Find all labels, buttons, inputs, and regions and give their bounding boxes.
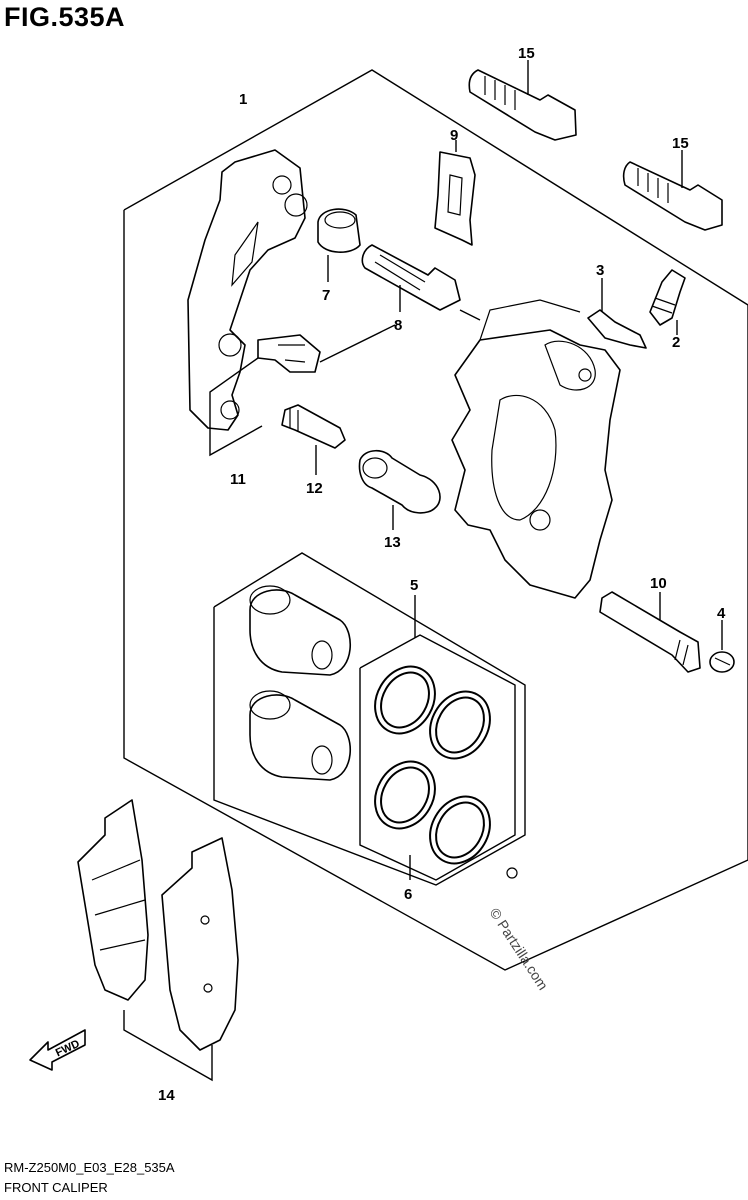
- clip-3: [587, 309, 647, 349]
- callout-15-top: 15: [518, 45, 535, 62]
- callout-14: 14: [158, 1087, 175, 1104]
- group-outline-5-6: [213, 552, 526, 886]
- callout-8: 8: [394, 317, 402, 334]
- callout-9: 9: [450, 127, 458, 144]
- assembly-outline: [123, 69, 748, 971]
- pin-10: [599, 591, 701, 673]
- pin-12: [281, 404, 346, 449]
- fwd-label: FWD: [54, 1038, 82, 1059]
- brake-pad-front: [77, 799, 149, 1001]
- plug-4: [709, 651, 735, 673]
- callout-5: 5: [410, 577, 418, 594]
- callout-4: 4: [717, 605, 726, 622]
- callout-15-right: 15: [672, 135, 689, 152]
- callout-13: 13: [384, 534, 401, 551]
- bleeder-valve: [649, 269, 686, 326]
- caliper-pin-8: [361, 244, 461, 311]
- small-ring: [506, 867, 518, 879]
- leader-8b: [319, 324, 396, 363]
- callout-10: 10: [650, 575, 667, 592]
- bolt-15-top: [468, 69, 577, 141]
- seals: [374, 665, 491, 865]
- callout-1: 1: [239, 91, 247, 108]
- figure-code: RM-Z250M0_E03_E28_535A: [4, 1160, 175, 1175]
- piston-lower: [249, 690, 351, 781]
- figure-name: FRONT CALIPER: [4, 1180, 108, 1195]
- pin-13: [358, 449, 441, 514]
- piston-upper: [249, 585, 351, 676]
- callout-6: 6: [404, 886, 412, 903]
- bolt-15-right: [622, 161, 723, 231]
- caliper-body: [451, 299, 621, 599]
- callout-3: 3: [596, 262, 604, 279]
- seal-box: [359, 634, 516, 881]
- callout-7: 7: [322, 287, 330, 304]
- leader-11: [209, 357, 263, 457]
- callout-11: 11: [230, 471, 246, 488]
- boot-7: [317, 208, 361, 253]
- callout-12: 12: [306, 480, 323, 497]
- leader-14: [123, 1010, 213, 1082]
- brake-pad-rear: [161, 837, 239, 1051]
- fwd-arrow-icon: FWD: [29, 1029, 86, 1071]
- pad-spring: [257, 334, 321, 373]
- pad-retainer-9: [434, 151, 476, 246]
- caliper-bracket: [187, 149, 308, 431]
- figure-title: FIG.535A: [4, 2, 126, 32]
- dash-a: [459, 309, 481, 321]
- callout-2: 2: [672, 334, 680, 351]
